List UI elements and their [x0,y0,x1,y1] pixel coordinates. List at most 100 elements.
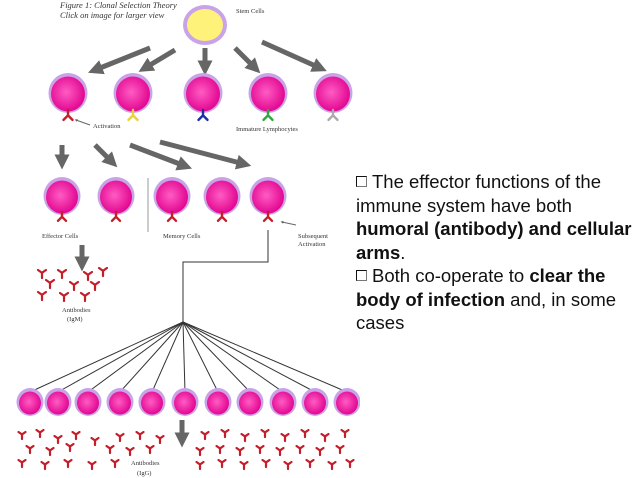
igg-antibody-16 [340,428,350,439]
bullet1-text: The effector functions of the immune sys… [356,171,601,216]
igm-antibody-5 [44,278,56,290]
plasma-cell-4 [109,391,131,415]
igg-antibody-18 [45,446,55,457]
label-memory-cells: Memory Cells [163,233,201,240]
figure-title: Figure 1: Clonal Selection Theory [59,0,177,10]
igg-antibody-15 [320,432,330,443]
immature-lymphocyte-1 [51,76,85,112]
plasma-cell-5 [141,391,163,415]
igg-antibody-20 [105,444,115,455]
igg-antibody-41 [305,458,315,469]
diagram-shapes [16,5,360,471]
plasma-cell-8 [239,391,261,415]
igg-antibody-13 [280,432,290,443]
receptor-3 [197,108,209,122]
label-effector-cells: Effector Cells [42,233,79,240]
igg-antibody-30 [335,444,345,455]
plasma-cell-9 [272,391,294,415]
clone-receptor-2 [110,210,122,222]
arrow-to-effector-4 [159,139,252,170]
receptor-1 [62,108,74,122]
fan-line-7 [182,321,219,393]
clone-cell-3 [156,180,188,214]
label-subsequent: Subsequent [298,233,328,240]
clone-receptor-3 [166,210,178,222]
igg-antibody-12 [260,428,270,439]
immature-lymphocyte-3 [186,76,220,112]
igg-antibody-26 [255,444,265,455]
igg-antibody-33 [63,458,73,469]
igg-antibody-21 [125,446,135,457]
arrow-to-effector-2 [93,143,118,168]
bullet1-end: . [400,241,406,263]
fan-line-11 [182,321,348,393]
figure-subtitle: Click on image for larger view [60,10,165,20]
bullet2-bold: clear the body of infection [356,265,606,310]
igg-antibody-24 [215,444,225,455]
activation-pointer [74,119,91,126]
immature-lymphocyte-5 [316,76,350,112]
igg-antibody-29 [315,446,325,457]
subsequent-activation-pointer [280,220,297,226]
bullet1-bold: humoral (antibody) and cellular arms [356,218,632,263]
fan-line-5 [151,321,184,393]
igg-antibody-34 [87,460,97,471]
fan-line-3 [87,321,184,393]
bullet-cooperate: Both co-operate to clear the body of inf… [356,264,636,335]
igg-antibody-5 [90,436,100,447]
igg-antibody-17 [25,444,35,455]
clone-cell-4 [206,180,238,214]
fan-line-2 [57,321,184,393]
arrow-to-immature-2 [138,47,177,72]
igm-antibody-8 [36,290,48,302]
igg-antibody-43 [345,458,355,469]
plasma-cell-7 [207,391,229,415]
igm-antibody-7 [89,280,101,292]
receptor-4 [262,108,274,122]
plasma-cell-11 [336,391,358,415]
fan-line-8 [182,321,251,393]
clonal-selection-diagram: Figure 1: Clonal Selection Theory Click … [16,0,360,477]
clone-cell-5 [252,180,284,214]
igg-antibody-10 [220,428,230,439]
immature-lymphocyte-4 [251,76,285,112]
arrow-to-immature-4 [233,46,261,74]
bullet2-text: Both co-operate to [372,265,530,286]
igg-antibody-8 [155,434,165,445]
label-antibodies-igm: Antibodies [62,307,91,314]
clone-cell-1 [46,180,78,214]
checkbox-bullet-icon [356,176,367,187]
stem-cell [187,9,223,41]
igm-antibody-4 [97,266,109,278]
fan-line-9 [182,321,284,393]
igg-antibody-2 [35,428,45,439]
label-immature-lymphocytes: Immature Lymphocytes [236,126,298,133]
igm-antibody-2 [56,268,68,280]
igg-antibody-36 [195,460,205,471]
igg-antibody-25 [235,446,245,457]
igm-antibody-3 [82,270,94,282]
igg-antibody-23 [195,446,205,457]
igm-antibody-9 [58,291,70,303]
igg-antibody-31 [17,458,27,469]
fan-line-10 [182,321,316,393]
igg-antibody-22 [145,444,155,455]
clone-receptor-4 [216,210,228,222]
igg-antibody-28 [295,444,305,455]
igg-antibody-32 [40,460,50,471]
label-activation-2: Activation [298,241,326,248]
arrow-to-immature-1 [88,45,151,75]
igg-antibody-6 [115,432,125,443]
receptor-2 [127,108,139,122]
bullet-effector-functions: The effector functions of the immune sys… [356,170,636,264]
igg-antibody-19 [65,442,75,453]
clonal-selection-figure: Figure 1: Clonal Selection Theory Click … [16,0,360,477]
igm-antibody-10 [79,291,91,303]
slide-text-block: The effector functions of the immune sys… [356,170,636,335]
igg-antibody-35 [110,458,120,469]
arrow-to-immature-5 [260,39,327,72]
igg-antibody-7 [135,430,145,441]
label-igg: (IgG) [137,470,151,477]
plasma-cell-1 [19,391,41,415]
fan-line-1 [29,321,184,393]
